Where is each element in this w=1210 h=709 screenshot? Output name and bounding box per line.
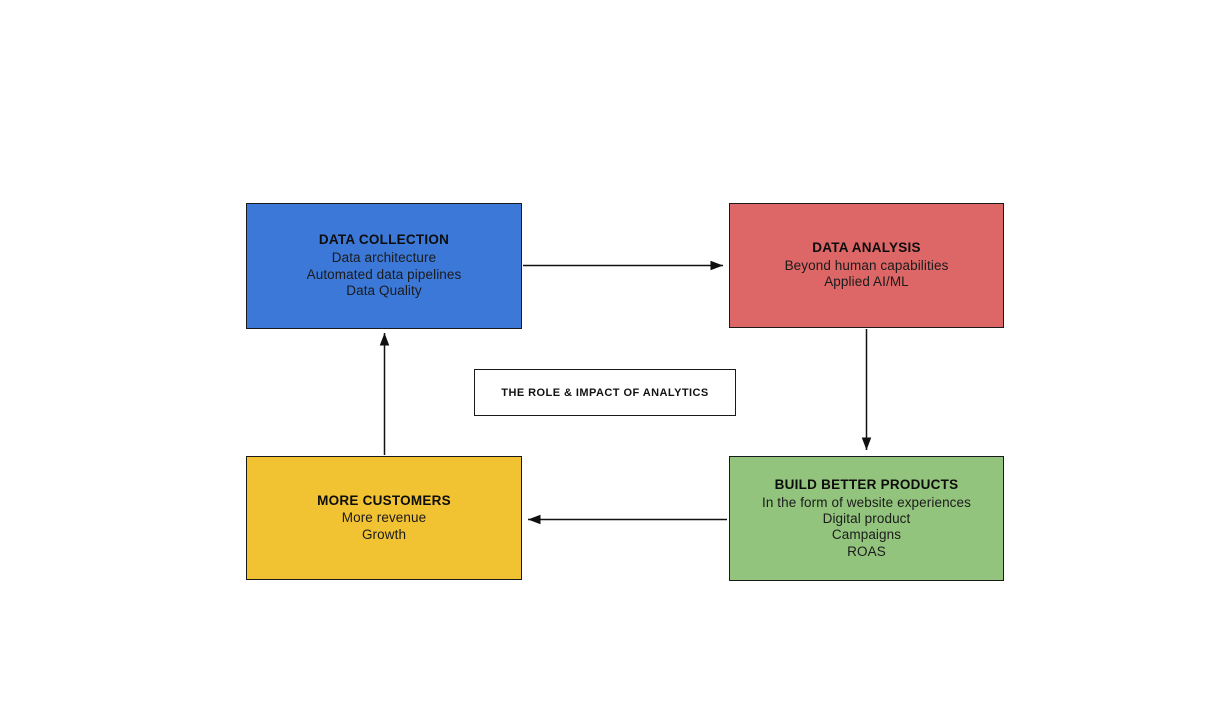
node-detail-line: Digital product (822, 510, 911, 526)
node-detail-line: Data architecture (331, 250, 437, 266)
node-detail-line: Campaigns (831, 527, 902, 543)
center-label-box: THE ROLE & IMPACT OF ANALYTICS (474, 369, 736, 416)
node-title: MORE CUSTOMERS (317, 492, 451, 508)
node-detail-line: Beyond human capabilities (784, 257, 949, 273)
node-build-better-products[interactable]: BUILD BETTER PRODUCTS In the form of web… (729, 456, 1004, 581)
node-detail-line: In the form of website experiences (761, 494, 971, 510)
node-more-customers[interactable]: MORE CUSTOMERS More revenue Growth (246, 456, 522, 580)
center-label-text: THE ROLE & IMPACT OF ANALYTICS (501, 386, 709, 399)
node-detail-line: Automated data pipelines (306, 266, 462, 282)
node-data-collection[interactable]: DATA COLLECTION Data architecture Automa… (246, 203, 522, 329)
node-detail-line: More revenue (341, 510, 427, 526)
node-detail-line: Applied AI/ML (824, 274, 909, 290)
node-title: DATA ANALYSIS (812, 240, 921, 256)
node-data-analysis[interactable]: DATA ANALYSIS Beyond human capabilities … (729, 203, 1004, 328)
node-detail-line: Data Quality (346, 283, 422, 299)
node-detail-line: Growth (361, 526, 407, 542)
node-title: BUILD BETTER PRODUCTS (774, 476, 959, 492)
node-title: DATA COLLECTION (318, 232, 450, 248)
node-detail-line: ROAS (847, 543, 886, 559)
